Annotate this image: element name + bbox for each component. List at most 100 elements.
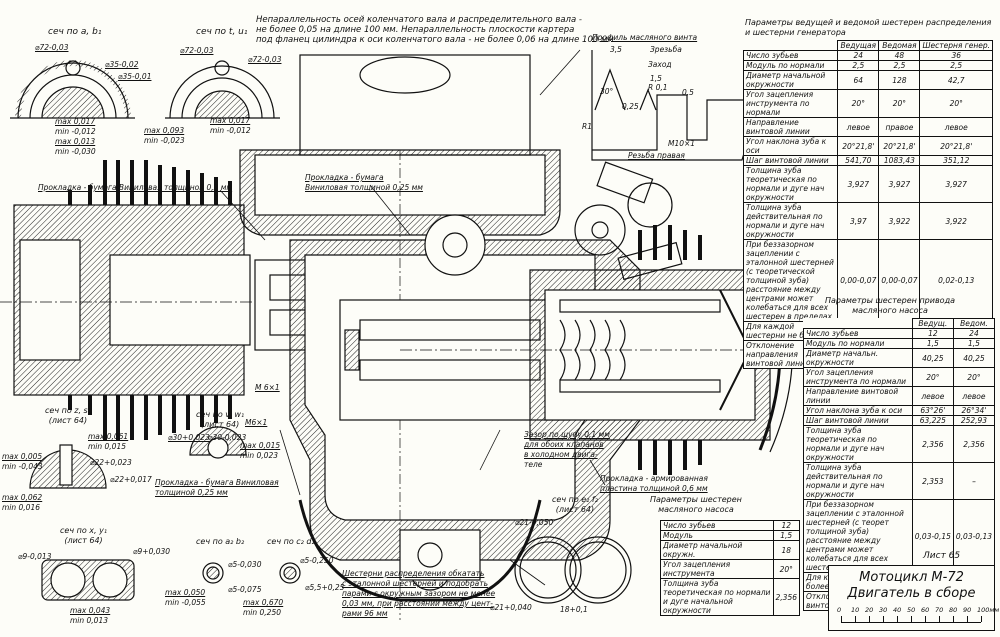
parameter-value: 3,922: [878, 202, 921, 240]
tolerance-min: min 0,250: [243, 608, 281, 617]
oil-screw-dim: 3,5: [610, 45, 622, 54]
section-x-y-dim: ⌀9+0,030: [133, 547, 171, 556]
parameter-name: Угол зацепления инструмента по нормали: [803, 367, 913, 387]
tolerance-min: min -0,030: [55, 147, 96, 156]
section-title: сеч по v, w₁: [196, 410, 245, 419]
section-t-u: [165, 60, 280, 119]
note-line: 0,03 мм, при расстоянии между цент-: [342, 599, 493, 608]
parameter-value: 48: [878, 50, 921, 61]
tolerance-max: max 0,093: [144, 126, 185, 135]
parameter-value: правое: [878, 117, 921, 137]
note-line: пластина толщиной 0,6 мм: [600, 484, 708, 493]
section-title: сеч по z, s₁: [45, 406, 91, 415]
tolerance-max: max 0,017: [55, 117, 96, 126]
section-a-b-dim: ⌀35-0,02: [105, 60, 139, 69]
note-line: Шестерни распределения обкатать: [342, 569, 485, 578]
parameter-name: Угол зацепления инструмента: [660, 559, 774, 579]
top-note-line: под фланец цилиндра к оси коленчатого ва…: [256, 35, 614, 45]
note-line: Зазор по щупу 0,1 мм: [524, 430, 610, 439]
scale-tick-label: 60: [921, 606, 930, 614]
parameter-value: 24: [952, 328, 996, 339]
note-line: в холодном двига-: [524, 450, 598, 459]
parameter-value: 63°26': [911, 405, 954, 416]
section-e2-f2: [514, 536, 632, 604]
note-line: Прокладка - бумага: [305, 173, 384, 182]
parameter-value: 12: [772, 520, 801, 531]
section-v-w-title: сеч по v, w₁ (лист 64): [196, 410, 244, 430]
oil-pump-section: [298, 499, 542, 602]
scale-tick: [897, 616, 898, 622]
scale-tick: [869, 616, 870, 622]
note-line: Прокладка - армированная: [600, 474, 708, 483]
parameter-name: Толщина зуба теоретическая по нормали и …: [660, 578, 774, 616]
parameter-value: 20°: [911, 367, 954, 387]
section-sheet: (лист 64): [64, 536, 103, 545]
tolerance-min: min 0,013: [70, 616, 108, 625]
parameter-value: 20°: [919, 89, 993, 118]
parameter-value: 20°: [837, 89, 880, 118]
parameter-name: Направление винтовой линии: [742, 117, 839, 137]
parameter-name: Толщина зуба действительная по нормали и…: [742, 202, 839, 240]
parameter-value: 2,356: [772, 578, 801, 616]
tolerance-max: max 0,015: [240, 441, 281, 450]
table-header-row: Ведущ. Ведом.: [804, 318, 996, 329]
parameter-value: 20°21,8': [919, 136, 993, 156]
parameter-value: 128: [878, 70, 921, 90]
scale-tick-label: 100мм: [977, 606, 1000, 614]
parameter-name: Диаметр начальной окружности: [742, 70, 839, 90]
tolerance-min: min 0,016: [2, 503, 40, 512]
section-e2-f2-title: сеч по e₂ f₂ (лист 64): [552, 495, 598, 515]
tolerance-max: max 0,043: [70, 606, 111, 615]
section-x-y: [41, 559, 135, 601]
section-v-w: [189, 426, 247, 459]
timing-gears-note: Шестерни распределения обкатать с эталон…: [342, 569, 495, 619]
parameter-value: 1083,43: [878, 155, 921, 166]
table-header: Ведущая: [837, 40, 880, 51]
scale-tick: [855, 616, 856, 622]
parameter-value: 252,93: [952, 415, 996, 426]
parameter-value: 2,5: [837, 60, 880, 71]
gasket-arm-note: Прокладка - армированная пластина толщин…: [600, 474, 708, 494]
tolerance-max: max 0,050: [165, 588, 206, 597]
parameter-value: 0,03-0,13: [952, 499, 996, 573]
table-pump-gear-title: Параметры шестерен масляного насоса: [650, 495, 742, 515]
parameter-name: Направление винтовой линии: [803, 386, 913, 406]
scale-tick-label: 80: [949, 606, 958, 614]
parameter-value: 20°21,8': [837, 136, 880, 156]
parameter-value: 12: [911, 328, 954, 339]
scale-tick-label: 10: [851, 606, 860, 614]
scale-tick: [883, 616, 884, 622]
scale-tick: [953, 616, 954, 622]
oil-screw-thread: М10×1: [668, 139, 696, 148]
parameter-value: 0,02-0,13: [919, 239, 993, 322]
tolerance-min: min 0,015: [88, 442, 126, 451]
scale-tick: [925, 616, 926, 622]
section-c2-d2-dim: ⌀5-0,250: [300, 556, 334, 565]
parameter-value: 1,5: [772, 530, 801, 541]
table-timing: Ведущая Ведомая Шестерня генер. Число зу…: [742, 40, 993, 369]
sheet-number: Лист 65: [923, 551, 961, 561]
parameter-value: 20°21,8': [878, 136, 921, 156]
parameter-value: 20°: [878, 89, 921, 118]
section-sheet: (лист 64): [48, 416, 88, 425]
parameter-name: Модуль по нормали: [742, 60, 839, 71]
table-title-line: Параметры шестерен привода: [825, 296, 955, 305]
top-note-line: не более 0,05 на длине 100 мм. Непаралле…: [256, 25, 575, 35]
parameter-value: 3,927: [837, 165, 880, 203]
oil-screw-title: Профиль масляного винта: [592, 33, 698, 42]
top-note-line: Непараллельность осей коленчатого вала и…: [256, 15, 582, 25]
section-c2-d2-title: сеч по c₂ d₂: [267, 537, 315, 546]
table-row: При беззазорном зацеплении с эталонной ш…: [803, 499, 996, 573]
parameter-value: 2,5: [919, 60, 993, 71]
section-t-u-tolerance: max 0,017 min -0,012: [210, 116, 251, 136]
parameter-value: 42,7: [919, 70, 993, 90]
table-row: Диаметр начальной окружн.18: [660, 540, 801, 560]
